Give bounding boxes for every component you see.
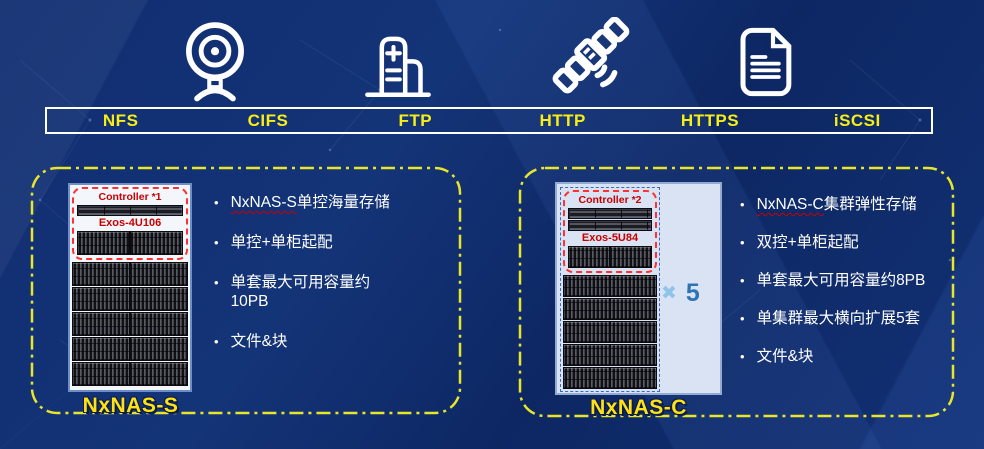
list-item: • NxNAS-C集群弹性存储 (740, 195, 945, 214)
disk-enclosure-image (568, 246, 652, 268)
disk-enclosure-image (77, 231, 183, 255)
disk-enclosure-image (72, 337, 188, 361)
bullet-text: 单控+单柜起配 (230, 234, 333, 251)
disk-enclosure-image (72, 262, 188, 286)
bullet-dot: • (740, 273, 745, 288)
controller-rack-image (77, 205, 183, 216)
satellite-icon (548, 17, 632, 101)
nxnas-s-bullet-list: • NxNAS-S单控海量存储 • 单控+单柜起配 • 单套最大可用容量约 10… (214, 193, 459, 372)
document-icon (738, 22, 798, 102)
list-item: • 双控+单柜起配 (740, 233, 945, 252)
controller-rack-image (568, 220, 652, 231)
nxnas-c-rack-panel: Controller *2 Exos-5U84 ✖ 5 (555, 182, 722, 395)
cluster-multiplier: ✖ 5 (661, 279, 700, 308)
bullet-text: 双控+单柜起配 (756, 234, 859, 251)
controller-count-label: Controller *2 (578, 194, 642, 206)
list-item: • 文件&块 (214, 332, 459, 351)
nxnas-c-card: Controller *2 Exos-5U84 ✖ 5 NxNAS-C (518, 166, 955, 419)
disk-enclosure-image (563, 344, 657, 366)
nxnas-s-card: Controller *1 Exos-4U106 NxNAS-S • NxNAS… (30, 166, 462, 417)
protocol-iscsi: iSCSI (833, 110, 881, 130)
disk-enclosure-image (563, 275, 657, 297)
protocol-nfs: NFS (102, 110, 139, 130)
bullet-text: 文件&块 (230, 333, 288, 350)
disk-enclosure-image (72, 312, 188, 336)
multiply-icon: ✖ (661, 283, 677, 304)
protocol-bar: NFS CIFS FTP HTTP HTTPS iSCSI (45, 107, 933, 134)
list-item: • 单套最大可用容量约8PB (740, 271, 945, 290)
multiplier-value: 5 (685, 279, 700, 307)
nxnas-c-product-label: NxNAS-C (590, 396, 687, 419)
bullet-dot: • (214, 195, 219, 210)
nxnas-c-controller-group: Controller *2 Exos-5U84 (563, 190, 657, 273)
protocol-https: HTTPS (680, 110, 740, 130)
product-name-highlight: NxNAS-S (230, 194, 297, 211)
list-item: • 单套最大可用容量约 10PB (214, 273, 459, 311)
controller-rack-image (568, 208, 652, 219)
controller-count-label: Controller *1 (98, 191, 162, 203)
bullet-dot: • (214, 275, 219, 290)
bullet-text: NxNAS-S单控海量存储 (231, 193, 390, 212)
protocol-cifs: CIFS (247, 110, 289, 130)
disk-enclosure-image (563, 367, 657, 389)
disk-enclosure-image (563, 321, 657, 343)
nxnas-c-rack-stack: Controller *2 Exos-5U84 (560, 187, 660, 392)
bullet-text: 单套最大可用容量约8PB (756, 272, 926, 289)
bullet-text: 单集群最大横向扩展5套 (756, 310, 921, 327)
bullet-rest: 集群弹性存储 (823, 196, 917, 213)
bullet-dot: • (740, 235, 745, 250)
nxnas-s-rack-panel: Controller *1 Exos-4U106 (68, 183, 192, 392)
disk-enclosure-image (72, 362, 188, 386)
disk-enclosure-image (563, 298, 657, 320)
list-item: • 单控+单柜起配 (214, 233, 459, 252)
nxnas-c-bullet-list: • NxNAS-C集群弹性存储 • 双控+单柜起配 • 单套最大可用容量约8PB… (740, 195, 945, 385)
bullet-text: 单套最大可用容量约 10PB (230, 274, 371, 310)
bullet-text: NxNAS-C集群弹性存储 (757, 195, 917, 214)
building-icon (362, 29, 434, 101)
disk-enclosure-image (72, 287, 188, 311)
bullet-text: 文件&块 (756, 348, 814, 365)
bullet-dot: • (214, 334, 219, 349)
bullet-dot: • (740, 197, 745, 212)
bullet-dot: • (740, 311, 745, 326)
product-name-highlight: NxNAS-C (756, 196, 824, 213)
bullet-dot: • (740, 349, 745, 364)
nxnas-s-controller-group: Controller *1 Exos-4U106 (72, 187, 188, 260)
webcam-icon (184, 19, 246, 103)
list-item: • 单集群最大横向扩展5套 (740, 309, 945, 328)
nxnas-s-product-label: NxNAS-S (82, 394, 179, 417)
list-item: • NxNAS-S单控海量存储 (214, 193, 459, 212)
protocol-http: HTTP (539, 110, 586, 130)
list-item: • 文件&块 (740, 347, 945, 366)
protocol-ftp: FTP (398, 110, 433, 130)
bullet-dot: • (214, 235, 219, 250)
enclosure-model-label: Exos-5U84 (581, 232, 639, 244)
enclosure-model-label: Exos-4U106 (98, 217, 162, 229)
bullet-rest: 单控海量存储 (296, 194, 390, 211)
